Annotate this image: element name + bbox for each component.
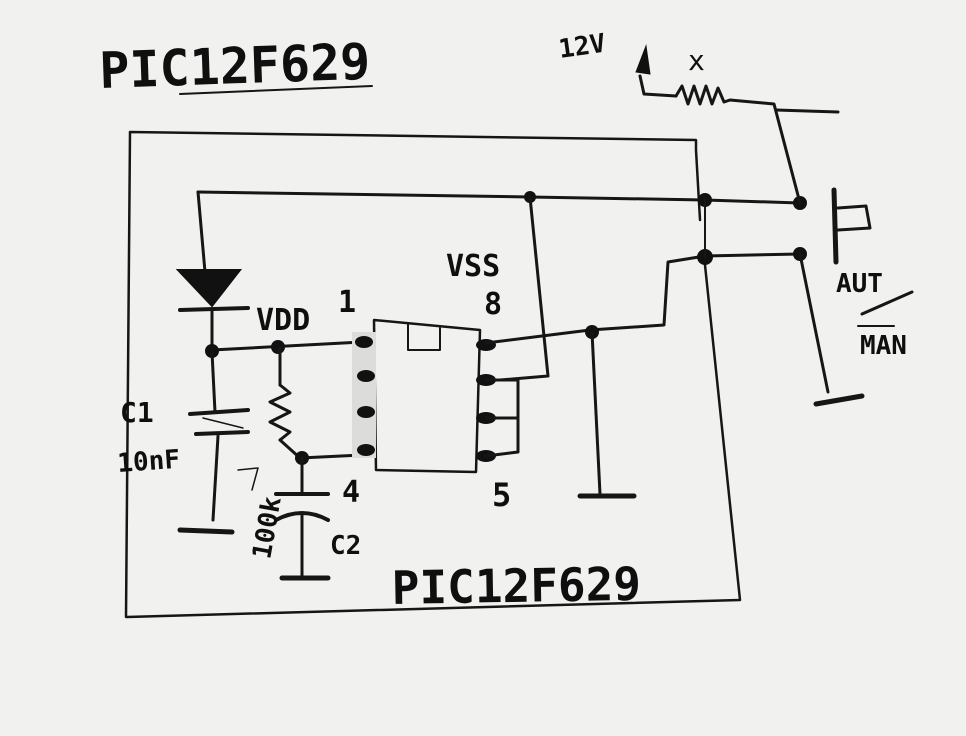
- title-underline: [179, 85, 373, 95]
- chip-label: PIC12F629: [391, 557, 641, 615]
- pin-1-label: 1: [338, 285, 356, 320]
- switch-bottom-label: MAN: [860, 331, 907, 361]
- pin4-wire: [298, 453, 364, 460]
- supply-label: 12V: [557, 29, 608, 65]
- capacitor-c1: [177, 350, 250, 535]
- junction-dot: [271, 340, 285, 354]
- top-rail: [196, 190, 802, 205]
- ic-pic12f629: [352, 318, 496, 474]
- diode-lead: [196, 190, 207, 274]
- c1-name-label: C1: [120, 396, 154, 429]
- output-wire: [774, 108, 840, 114]
- small-stroke: [237, 467, 259, 491]
- resistor-x: [674, 84, 802, 205]
- board-outline: [124, 130, 742, 619]
- vss-rail: [484, 252, 802, 345]
- pin-4-label: 4: [342, 475, 360, 510]
- ground-lead: [590, 330, 602, 496]
- resistor-value-label: 100k: [247, 494, 287, 561]
- page-title: PIC12F629: [98, 33, 371, 100]
- vdd-label: VDD: [256, 303, 310, 338]
- switch-top-label: AUT: [836, 269, 883, 299]
- pin-5-label: 5: [492, 476, 511, 514]
- supply-wire: [638, 74, 678, 98]
- c2-name-label: C2: [330, 531, 361, 561]
- resistor-100k: [268, 346, 302, 460]
- c1-value-label: 10nF: [116, 445, 181, 479]
- pin-to-rail: [498, 195, 550, 382]
- vss-label: VSS: [446, 249, 500, 284]
- aut-man-switch: [798, 187, 914, 407]
- supply-arrow: [635, 44, 651, 75]
- resistor-mark: x: [688, 44, 705, 77]
- diode: [175, 269, 250, 312]
- pin-8-label: 8: [484, 287, 502, 322]
- capacitor-c2: [274, 456, 331, 581]
- pin-jumper: [484, 378, 520, 458]
